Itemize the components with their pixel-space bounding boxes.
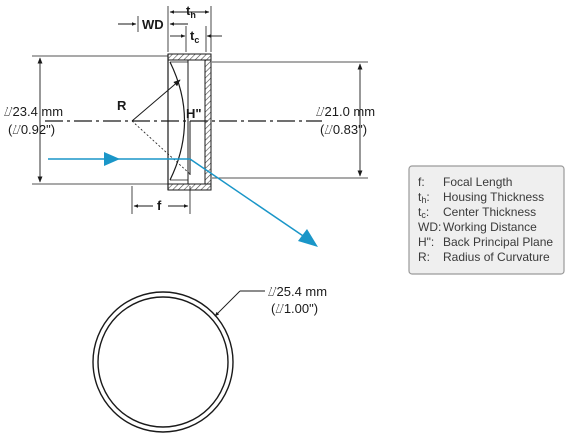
legend-value-r: Radius of Curvature [443,250,550,264]
front-leader-line-diag [214,290,241,317]
legend-value-wd: Working Distance [443,220,537,234]
front-view: ⌰25.4 mm (⌰1.00") [92,284,327,433]
h-pp-label: H" [186,106,202,121]
legend: f: Focal Length th: Housing Thickness tc… [408,165,565,275]
left-diameter-inch: (⌰0.92") [8,122,55,137]
incident-ray-arrow [104,152,120,166]
lens-housing [167,53,212,191]
r-label: R [117,98,127,113]
construction-line [131,120,191,175]
lens-element [169,60,189,184]
legend-key-h: H": [418,235,434,249]
tc-label: tc [190,28,199,45]
right-diameter-mm: ⌰21.0 mm [316,104,375,119]
legend-key-f: f: [418,175,425,189]
refracted-ray-arrow [298,229,318,247]
legend-value-h: Back Principal Plane [443,235,553,249]
th-label: th [186,3,196,20]
front-diameter-inch: (⌰1.00") [271,301,318,316]
left-diameter-mm: ⌰23.4 mm [4,104,63,119]
side-view: WD th tc R H" f ⌰23.4 mm (⌰0.92") ⌰21.0 … [4,3,375,247]
wd-label: WD [142,17,164,32]
front-diameter-mm: ⌰25.4 mm [268,284,327,299]
front-inner-ring [97,296,229,428]
right-diameter-inch: (⌰0.83") [320,122,367,137]
legend-value-tc: Center Thickness [443,205,536,219]
legend-key-wd: WD: [418,220,441,234]
front-outer-ring [92,291,234,433]
legend-key-tc: tc: [418,205,429,220]
legend-key-r: R: [418,250,430,264]
refracted-ray [189,158,313,243]
legend-value-th: Housing Thickness [443,190,544,204]
f-label: f [157,198,162,213]
legend-value-f: Focal Length [443,175,512,189]
legend-key-th: th: [418,190,430,205]
legend-box [408,165,565,275]
radius-line [131,79,181,122]
